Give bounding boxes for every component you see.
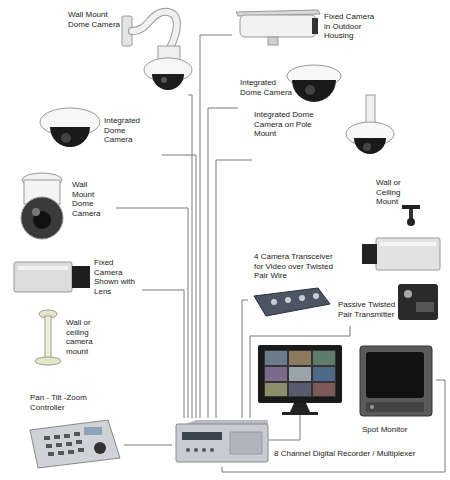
cable-line [250, 326, 350, 418]
device-label: Pan - Tilt -Zoom Controller [30, 393, 94, 412]
integrated-dome-camera [287, 65, 341, 102]
device-group: Wall Mount Dome Camera [66, 5, 188, 110]
device-group: Integrated Dome Camera on Pole Mount [252, 92, 400, 168]
cable-line [116, 208, 188, 418]
outdoor-housing-camera [236, 10, 320, 45]
device-group: Wall or Ceiling Mount [372, 174, 436, 232]
device-group: Integrated Dome Camera [238, 58, 342, 112]
cable-line [124, 445, 172, 446]
device-group: Spot Monitor [356, 342, 436, 442]
box-camera [362, 238, 440, 270]
device-label: 8 Channel Digital Recorder / Multiplexer [274, 449, 434, 459]
wall-dome-camera [21, 173, 63, 239]
device-group: Integrated Dome Camera [38, 103, 162, 163]
box-camera [14, 262, 90, 292]
device-label: Wall Mount Dome Camera [68, 10, 120, 29]
device-group: 8 Channel Digital Recorder / Multiplexer [172, 418, 436, 467]
device-label: Wall Mount Dome Camera [72, 180, 108, 218]
ptz-controller [30, 420, 120, 468]
transceiver-unit [254, 288, 330, 316]
crt-monitor [360, 346, 432, 416]
transmitter-unit [398, 284, 438, 320]
device-label: Integrated Dome Camera [104, 116, 154, 145]
cable-line [216, 160, 252, 418]
device-label: Wall or ceiling camera mount [66, 318, 104, 356]
wall-mount-bracket [402, 205, 420, 226]
lcd-monitor [258, 345, 342, 440]
digital-recorder [176, 420, 268, 462]
camera-mount [35, 310, 61, 365]
device-group: Fixed Camera in Outdoor Housing [232, 5, 402, 50]
device-label: Spot Monitor [362, 425, 424, 435]
device-label: 4 Camera Transceiver for Video over Twis… [254, 252, 340, 281]
cable-line [162, 155, 196, 418]
cable-line [142, 290, 184, 418]
device-group: Wall Mount Dome Camera [12, 170, 116, 244]
device-group: Fixed Camera Shown with Lens [8, 255, 142, 301]
device-label: Integrated Dome Camera on Pole Mount [254, 110, 320, 139]
device-label: Integrated Dome Camera [240, 78, 292, 97]
device-group: Wall or ceiling camera mount [30, 305, 108, 369]
device-label: Passive Twisted Pair Transmitter [338, 300, 400, 319]
pole-mount-dome-camera [346, 95, 394, 154]
device-label: Wall or Ceiling Mount [376, 178, 422, 207]
cable-line [222, 380, 445, 472]
cable-line [242, 300, 248, 418]
device-group: Passive Twisted Pair Transmitter [334, 278, 444, 326]
cable-line [208, 108, 238, 418]
device-group: Pan - Tilt -Zoom Controller [24, 390, 124, 470]
device-label: Fixed Camera Shown with Lens [94, 258, 138, 296]
device-label: Fixed Camera in Outdoor Housing [324, 12, 379, 41]
wall-dome-camera [122, 12, 192, 90]
cable-line [188, 95, 192, 418]
integrated-dome-camera [40, 108, 100, 147]
